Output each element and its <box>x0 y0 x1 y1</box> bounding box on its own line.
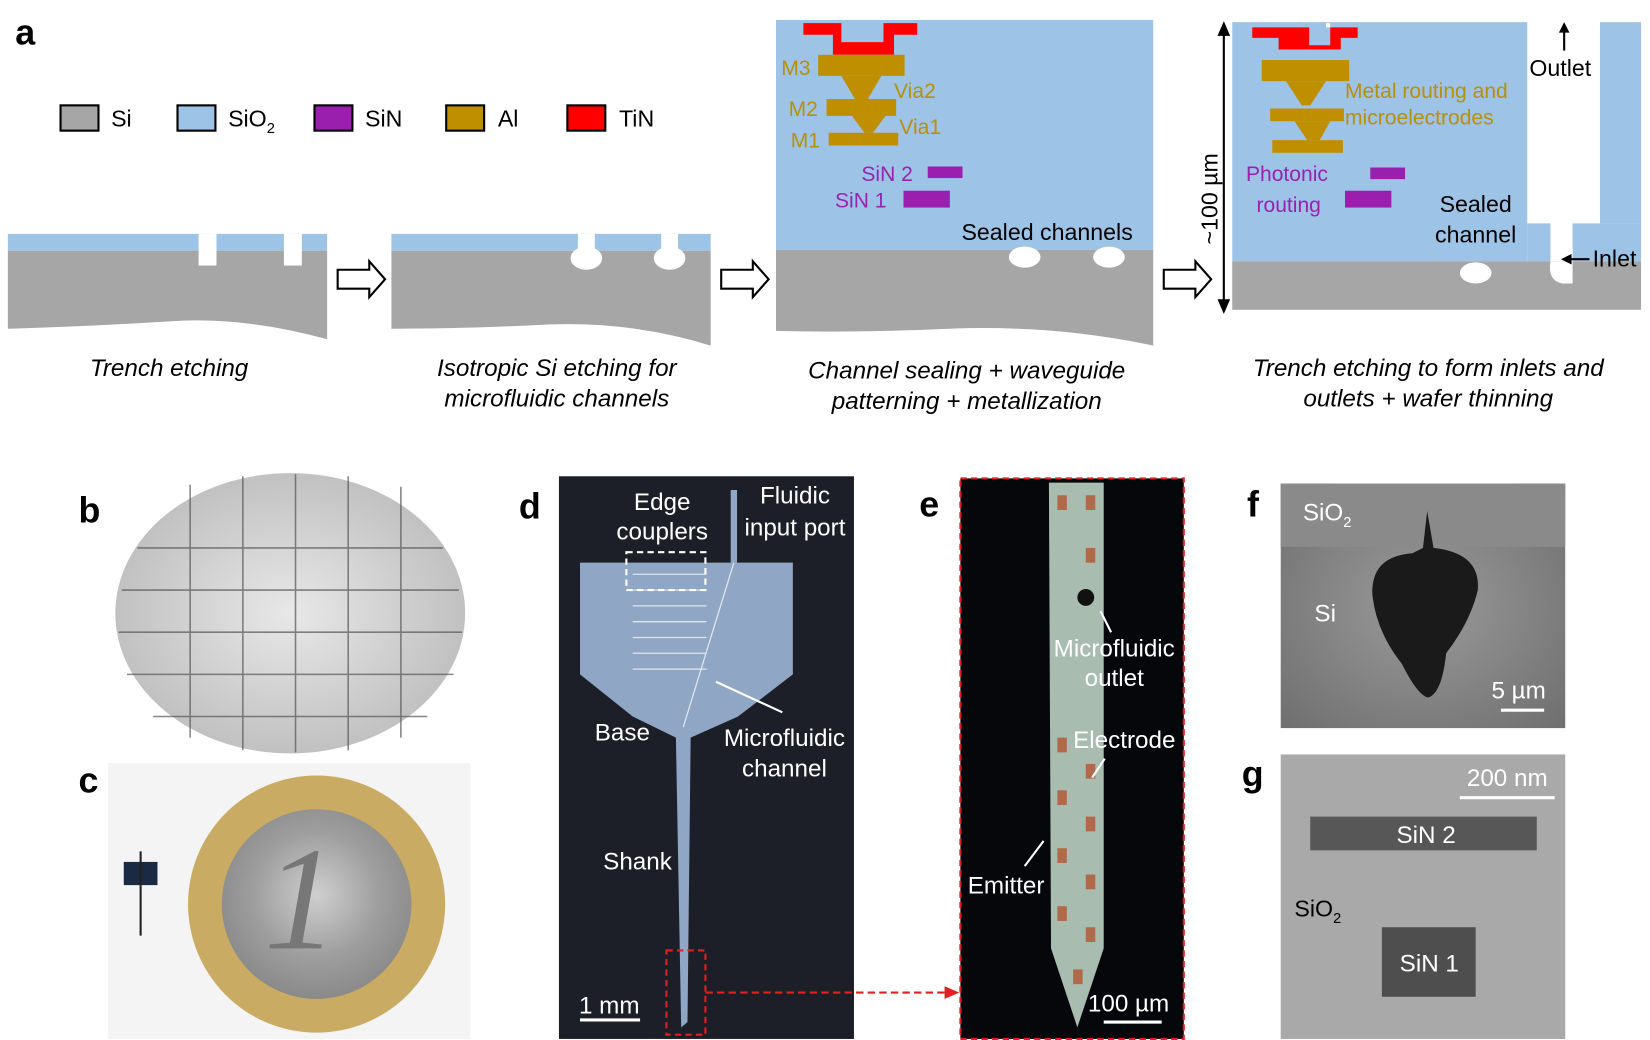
step3-sealed-label: Sealed channels <box>961 219 1132 245</box>
d-edge-1-label: couplers <box>616 518 708 545</box>
steps-s2-0-label: Isotropic Si etching for <box>437 355 678 382</box>
panel-label-a: a <box>15 12 36 52</box>
panel-label-d: d <box>519 486 541 526</box>
d-scale-label: 1 mm <box>579 993 640 1020</box>
legend-label-tin: TiN <box>619 105 654 131</box>
e-outlet-0-label: Microfluidic <box>1054 635 1175 662</box>
panel-label-b: b <box>78 491 100 531</box>
step3-m2-label: M2 <box>789 98 818 121</box>
svg-text:1: 1 <box>264 817 338 980</box>
legend-label-sio2: SiO2 <box>228 105 275 136</box>
step-metallization: M3 Via2 M2 Via1 M1 SiN 2 SiN 1 Sealed ch… <box>776 20 1154 415</box>
legend-label-si: Si <box>111 105 132 131</box>
e-outlet-1-label: outlet <box>1085 665 1145 692</box>
step4-inlet-label: Inlet <box>1593 246 1637 272</box>
legend-swatch-sio2 <box>176 104 217 132</box>
step4-sealed-1-label: channel <box>1435 221 1516 247</box>
step4-metal-0-label: Metal routing and <box>1345 80 1508 103</box>
step-inlets-outlets: ~100 µm Metal routing and microelectrode… <box>1197 21 1642 413</box>
svg-text:SiO2: SiO2 <box>1303 500 1352 531</box>
legend-swatch-sin <box>313 104 354 132</box>
d-fluidic-0-label: Fluidic <box>760 483 830 510</box>
shank-micrograph: Microfluidic outlet Electrode Emitter 10… <box>959 477 1185 1040</box>
d-channel-1-label: channel <box>742 756 827 783</box>
steps-s2-1-label: microfluidic channels <box>444 386 669 413</box>
device-photo: Edge couplers Fluidic input port Base Mi… <box>558 476 854 1039</box>
legend-swatch-tin <box>566 104 607 132</box>
panel-label-f: f <box>1247 484 1259 524</box>
g-sub-label: 2 <box>1333 911 1341 927</box>
d-base-label: Base <box>595 720 650 747</box>
g-sio2-label: SiO <box>1294 896 1333 922</box>
steps-s4-0-label: Trench etching to form inlets and <box>1253 355 1605 382</box>
step4-photonic-1-label: routing <box>1256 194 1320 217</box>
steps-s3-0-label: Channel sealing + waveguide <box>808 357 1125 384</box>
steps-s3-1-label: patterning + metallization <box>831 388 1102 415</box>
g-scale-label: 200 nm <box>1467 765 1548 792</box>
step4-outlet-label: Outlet <box>1529 55 1591 81</box>
g-sin2-label: SiN 2 <box>1397 822 1456 849</box>
f-scale-label: 5 µm <box>1491 678 1545 705</box>
panel-label-e: e <box>919 484 939 524</box>
g-sin1-label: SiN 1 <box>1400 951 1459 978</box>
f-sio2-label: SiO <box>1303 500 1343 527</box>
d-shank-label: Shank <box>603 848 673 875</box>
svg-text:SiO2: SiO2 <box>1294 896 1341 927</box>
d-channel-0-label: Microfluidic <box>724 725 845 752</box>
steps-s4-1-label: outlets + wafer thinning <box>1303 386 1553 413</box>
step-isotropic-etching: Isotropic Si etching for microfluidic ch… <box>391 233 711 413</box>
arrow-icon <box>720 258 771 300</box>
f-si-label: Si <box>1314 601 1336 628</box>
legend-swatch-si <box>59 104 100 132</box>
legend-label-sin: SiN <box>365 105 402 131</box>
step4-sealed-0-label: Sealed <box>1440 191 1512 217</box>
step3-via2-label: Via2 <box>894 80 936 103</box>
sem-channel-cross-section: SiO2 Si 5 µm <box>1280 483 1566 729</box>
step4-thickness-label: ~100 µm <box>1197 153 1223 244</box>
step3-sin2-label: SiN 2 <box>861 163 913 186</box>
step-trench-etching: Trench etching <box>7 233 328 382</box>
steps-s1-0-label: Trench etching <box>90 355 249 382</box>
d-fluidic-1-label: input port <box>744 514 845 541</box>
e-scale-label: 100 µm <box>1088 991 1169 1018</box>
step4-photonic-0-label: Photonic <box>1246 163 1328 186</box>
e-electrode-label: Electrode <box>1073 727 1175 754</box>
e-emitter-label: Emitter <box>968 873 1045 900</box>
legend-1-sub-label: 2 <box>267 121 275 137</box>
step3-m1-label: M1 <box>791 130 820 153</box>
step4-metal-1-label: microelectrodes <box>1345 106 1494 129</box>
arrow-icon <box>336 258 387 300</box>
coin-photo: 1 <box>107 762 471 1039</box>
step3-m3-label: M3 <box>781 57 810 80</box>
arrow-icon <box>944 986 960 999</box>
wafer-photo <box>115 473 466 754</box>
arrow-icon <box>1162 258 1213 300</box>
panel-label-c: c <box>78 760 98 800</box>
legend: Si SiO2 SiN Al TiN <box>59 104 654 137</box>
panel-label-g: g <box>1242 754 1264 794</box>
d-edge-0-label: Edge <box>634 489 691 516</box>
legend-1-label-label: SiO <box>228 105 267 131</box>
legend-swatch-al <box>445 104 486 132</box>
legend-label-al: Al <box>498 105 519 131</box>
sem-waveguide-cross-section: 200 nm SiN 2 SiN 1 SiO2 <box>1280 754 1566 1039</box>
step3-sin1-label: SiN 1 <box>835 190 887 213</box>
step3-via1-label: Via1 <box>899 116 941 139</box>
f-sub-label: 2 <box>1343 515 1351 531</box>
